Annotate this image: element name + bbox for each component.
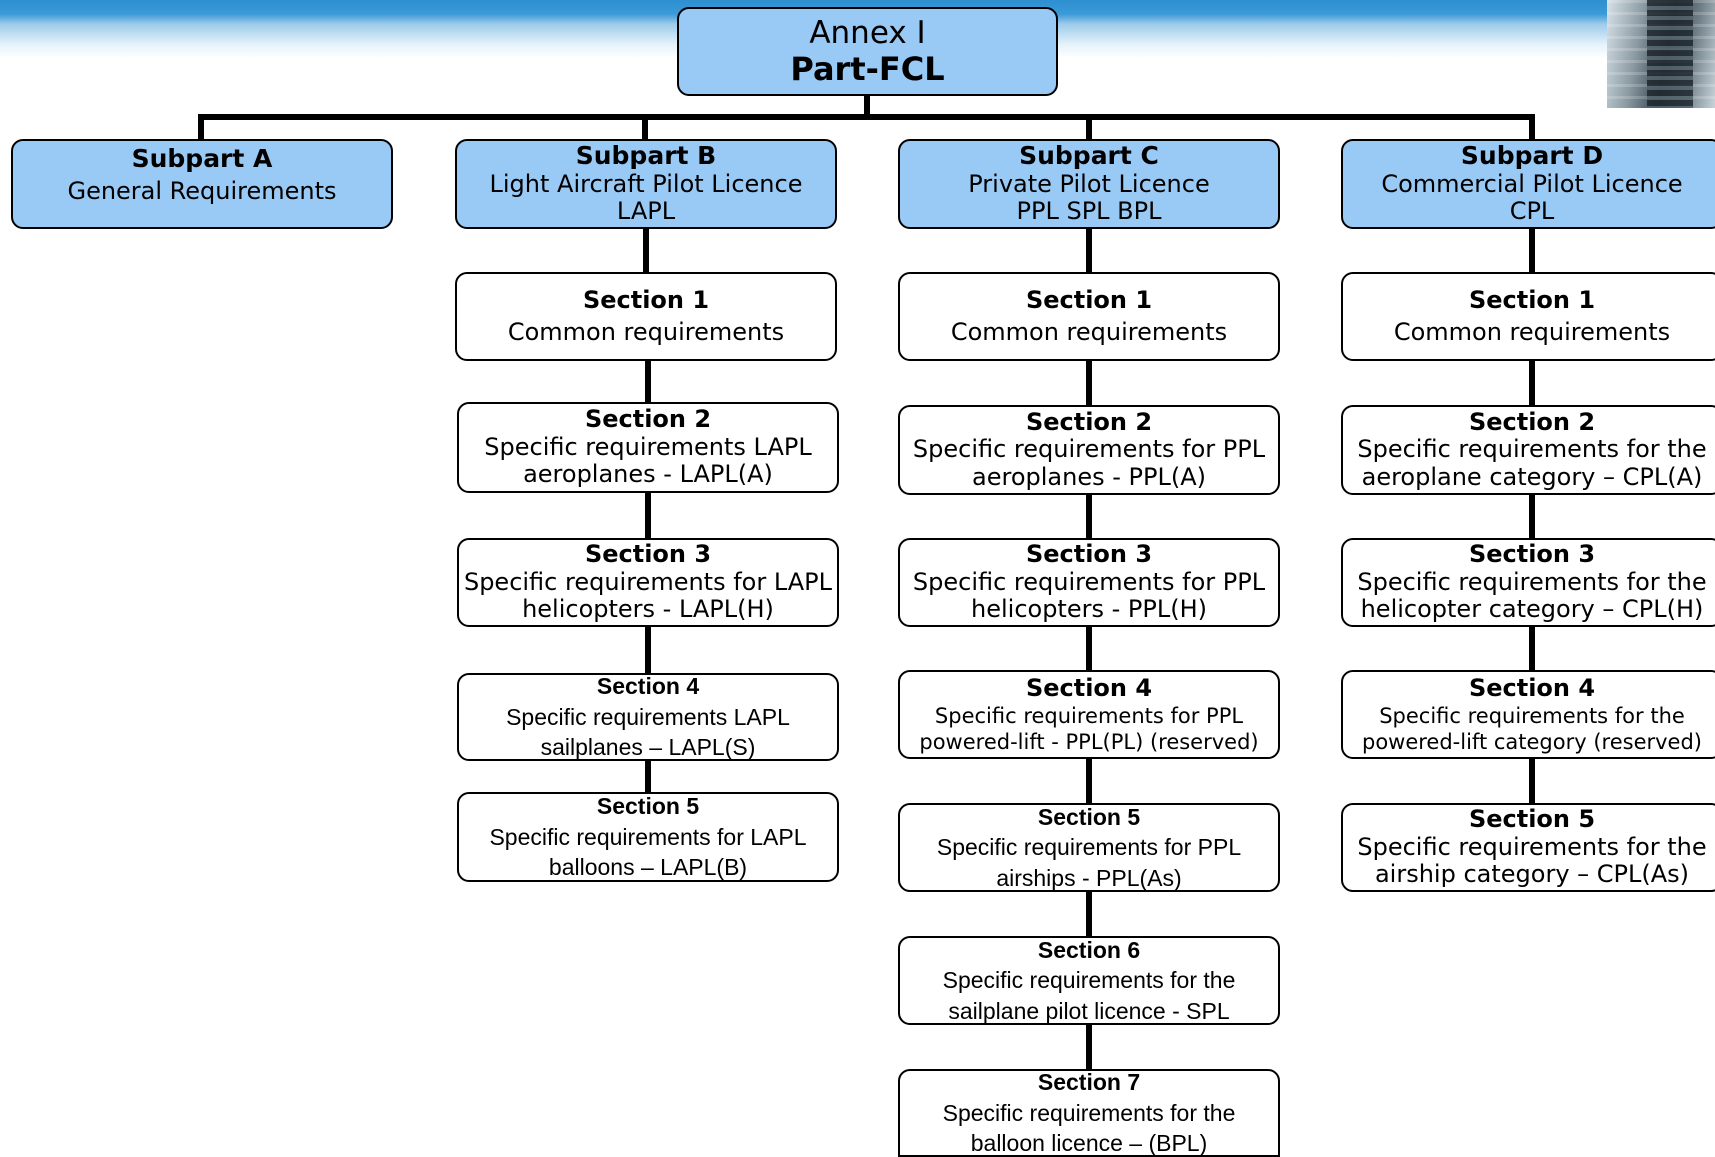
- section-line2: sailplane pilot licence - SPL: [948, 997, 1230, 1024]
- subpart-heading: Subpart B: [575, 141, 717, 171]
- subpart-c-section-7: Section 7 Specific requirements for the …: [898, 1069, 1280, 1157]
- section-line2: helicopter category – CPL(H): [1360, 595, 1704, 624]
- subpart-d-box: Subpart D Commercial Pilot Licence CPL: [1341, 139, 1715, 229]
- section-line2: helicopters - PPL(H): [971, 595, 1207, 624]
- section-line1: Common requirements: [1393, 317, 1671, 346]
- subpart-b-section-3: Section 3 Specific requirements for LAPL…: [457, 538, 839, 627]
- subpart-c-section-3: Section 3 Specific requirements for PPL …: [898, 538, 1280, 627]
- section-line1: Specific requirements for PPL: [934, 704, 1244, 729]
- section-heading: Section 6: [1037, 936, 1141, 963]
- section-line2: aeroplanes - LAPL(A): [523, 460, 773, 489]
- subpart-b-section-5: Section 5 Specific requirements for LAPL…: [457, 792, 839, 882]
- section-line1: Specific requirements for the: [1357, 832, 1707, 861]
- section-line2: airship category – CPL(As): [1374, 860, 1690, 889]
- section-heading: Section 4: [1025, 673, 1153, 702]
- section-heading: Section 1: [1025, 285, 1153, 314]
- section-line1: Specific requirements for the: [942, 967, 1236, 994]
- section-heading: Section 3: [1025, 540, 1153, 569]
- section-heading: Section 4: [1468, 673, 1596, 702]
- subpart-d-section-1: Section 1 Common requirements: [1341, 272, 1715, 361]
- section-heading: Section 1: [1468, 285, 1596, 314]
- section-line1: Specific requirements for LAPL: [489, 823, 807, 850]
- section-heading: Section 2: [1025, 407, 1153, 436]
- section-line1: Specific requirements for PPL: [912, 435, 1266, 464]
- subpart-c-section-2: Section 2 Specific requirements for PPL …: [898, 405, 1280, 495]
- section-line1: Specific requirements LAPL: [506, 703, 790, 730]
- subpart-c-section-1: Section 1 Common requirements: [898, 272, 1280, 361]
- subpart-licence: PPL SPL BPL: [1016, 197, 1162, 226]
- section-heading: Section 2: [1468, 407, 1596, 436]
- section-heading: Section 2: [584, 405, 712, 434]
- subpart-heading: Subpart A: [131, 144, 273, 173]
- section-heading: Section 1: [582, 285, 710, 314]
- subpart-d-section-4: Section 4 Specific requirements for the …: [1341, 670, 1715, 759]
- subpart-d-section-5: Section 5 Specific requirements for the …: [1341, 803, 1715, 892]
- section-line1: Specific requirements LAPL: [484, 432, 812, 461]
- subpart-title: Commercial Pilot Licence: [1381, 169, 1683, 198]
- section-heading: Section 7: [1037, 1069, 1141, 1096]
- section-line2: aeroplanes - PPL(A): [972, 462, 1206, 491]
- subpart-heading: Subpart C: [1019, 141, 1159, 171]
- annex-title: Annex I: [809, 14, 926, 51]
- section-line2: powered-lift category (reserved): [1361, 730, 1702, 755]
- section-line2: helicopters - LAPL(H): [522, 595, 774, 624]
- section-line2: sailplanes – LAPL(S): [540, 734, 756, 761]
- section-heading: Section 3: [584, 540, 712, 569]
- section-line1: Specific requirements for the: [1357, 435, 1707, 464]
- section-heading: Section 4: [596, 673, 700, 700]
- subpart-c-section-5: Section 5 Specific requirements for PPL …: [898, 803, 1280, 892]
- subpart-heading: Subpart D: [1460, 141, 1604, 171]
- subpart-c-section-6: Section 6 Specific requirements for the …: [898, 936, 1280, 1025]
- section-heading: Section 3: [1468, 540, 1596, 569]
- subpart-b-section-1: Section 1 Common requirements: [455, 272, 837, 361]
- section-line1: Specific requirements for the: [942, 1099, 1236, 1126]
- section-heading: Section 5: [1037, 803, 1141, 830]
- section-line2: balloon licence – (BPL): [970, 1130, 1208, 1157]
- section-line1: Specific requirements for PPL: [936, 834, 1242, 861]
- subpart-b-section-4: Section 4 Specific requirements LAPL sai…: [457, 673, 839, 761]
- section-line1: Specific requirements for PPL: [912, 567, 1266, 596]
- section-line2: airships - PPL(As): [996, 864, 1182, 891]
- subpart-d-section-2: Section 2 Specific requirements for the …: [1341, 405, 1715, 495]
- subpart-licence: CPL: [1509, 197, 1555, 226]
- subpart-a-box: Subpart A General Requirements: [11, 139, 393, 229]
- annex-part: Part-FCL: [790, 49, 945, 88]
- subpart-title: Light Aircraft Pilot Licence: [489, 169, 803, 198]
- section-line1: Specific requirements for the: [1357, 567, 1707, 596]
- section-heading: Section 5: [1468, 805, 1596, 834]
- section-line2: balloons – LAPL(B): [548, 854, 748, 881]
- section-line1: Common requirements: [507, 317, 785, 346]
- section-line1: Common requirements: [950, 317, 1228, 346]
- subpart-d-section-3: Section 3 Specific requirements for the …: [1341, 538, 1715, 627]
- annex-box: Annex I Part-FCL: [677, 7, 1058, 96]
- subpart-c-box: Subpart C Private Pilot Licence PPL SPL …: [898, 139, 1280, 229]
- building-photo: [1607, 0, 1715, 108]
- section-line1: Specific requirements for LAPL: [463, 567, 833, 596]
- subpart-b-section-2: Section 2 Specific requirements LAPL aer…: [457, 402, 839, 493]
- section-line1: Specific requirements for the: [1379, 704, 1685, 729]
- subpart-c-section-4: Section 4 Specific requirements for PPL …: [898, 670, 1280, 759]
- subpart-title: General Requirements: [67, 176, 337, 205]
- section-line2: aeroplane category – CPL(A): [1361, 462, 1703, 491]
- section-heading: Section 5: [596, 793, 700, 820]
- subpart-b-box: Subpart B Light Aircraft Pilot Licence L…: [455, 139, 837, 229]
- subpart-licence: LAPL: [616, 197, 676, 226]
- section-line2: powered-lift - PPL(PL) (reserved): [919, 730, 1259, 755]
- subpart-title: Private Pilot Licence: [968, 169, 1210, 198]
